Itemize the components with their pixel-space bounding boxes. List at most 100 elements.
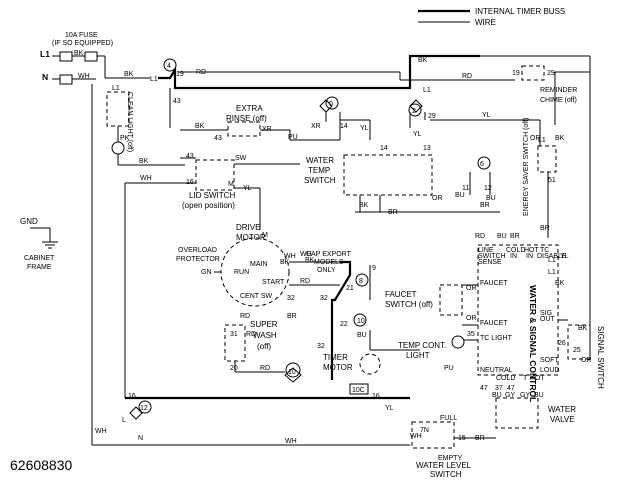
svg-text:BK: BK: [124, 71, 134, 78]
svg-text:10: 10: [357, 318, 365, 325]
legend-timer-buss-label: INTERNAL TIMER BUSS: [475, 7, 565, 16]
svg-text:12: 12: [140, 405, 148, 412]
super-wash-label-1: SUPER: [250, 320, 278, 329]
svg-text:19: 19: [512, 70, 520, 77]
l1-label: L1: [40, 49, 50, 59]
timer-contact-0-diamond: [319, 99, 333, 113]
svg-text:BK: BK: [578, 325, 588, 332]
svg-text:WH: WH: [285, 438, 297, 445]
water-temp-label-2: TEMP: [308, 166, 330, 175]
svg-text:OR: OR: [466, 315, 477, 322]
svg-text:43: 43: [214, 135, 222, 142]
svg-text:L1: L1: [548, 257, 556, 264]
fuse-label-2: (IF SO EQUIPPED): [52, 40, 113, 47]
timer-contact-4: [163, 58, 177, 72]
svg-text:PU: PU: [444, 365, 454, 372]
svg-text:BU: BU: [497, 233, 507, 240]
ref-10c-box: [349, 383, 369, 395]
svg-text:SW: SW: [235, 155, 247, 162]
svg-text:37: 37: [495, 385, 503, 392]
svg-text:COLD: COLD: [496, 375, 515, 382]
cap-label-3: ONLY: [317, 267, 336, 274]
timer-motor-symbol: [359, 353, 381, 375]
svg-text:14: 14: [340, 123, 348, 130]
cabinet-label-1: CABINET: [24, 255, 55, 262]
svg-text:0: 0: [329, 101, 333, 108]
svg-text:BK: BK: [195, 123, 205, 130]
svg-text:47: 47: [507, 385, 515, 392]
water-valve: [495, 397, 539, 429]
empty-label: EMPTY: [438, 455, 462, 462]
svg-text:RD: RD: [300, 278, 310, 285]
svg-text:WH: WH: [284, 253, 296, 260]
svg-text:RD: RD: [246, 331, 256, 338]
reminder-label-1: REMINDER: [540, 87, 577, 94]
svg-text:LINE: LINE: [478, 247, 494, 254]
cabinet-label-2: FRAME: [27, 264, 52, 271]
energy-saver-switch: [537, 145, 557, 173]
svg-text:OR: OR: [581, 357, 592, 364]
svg-text:11: 11: [462, 185, 469, 192]
svg-text:WH: WH: [140, 175, 152, 182]
svg-text:GN: GN: [201, 269, 212, 276]
svg-text:RD: RD: [240, 313, 250, 320]
water-temp-label-3: SWITCH: [304, 176, 336, 185]
svg-text:IN: IN: [526, 253, 533, 260]
svg-text:GY: GY: [520, 392, 530, 399]
svg-text:31: 31: [230, 331, 238, 338]
svg-text:25: 25: [573, 347, 581, 354]
svg-text:16: 16: [372, 393, 380, 400]
lid-switch-label-2: (open position): [182, 201, 235, 210]
svg-text:SENSE: SENSE: [478, 259, 502, 266]
svg-text:BU: BU: [357, 332, 367, 339]
svg-text:BU: BU: [455, 192, 465, 199]
svg-text:20: 20: [230, 365, 238, 372]
faucet-terminal-1: FAUCET: [480, 280, 508, 287]
svg-text:4: 4: [167, 63, 171, 70]
gnd-label: GND: [20, 217, 38, 226]
extra-rinse-label-2: RINSE (off): [226, 114, 267, 123]
svg-text:RD: RD: [475, 233, 485, 240]
water-level-switch: [411, 421, 455, 449]
tc-light-terminal: TC LIGHT: [480, 335, 513, 342]
svg-text:WH: WH: [300, 251, 312, 258]
timer-buss-middle: [330, 260, 352, 380]
control-label: WATER & SIGNAL CONTROL: [528, 285, 538, 402]
svg-text:13: 13: [423, 145, 431, 152]
svg-text:BR: BR: [480, 202, 490, 209]
svg-text:BK: BK: [555, 280, 565, 287]
svg-text:YL: YL: [560, 253, 569, 260]
svg-text:43: 43: [186, 153, 194, 160]
svg-text:SWITCH: SWITCH: [478, 253, 506, 260]
drive-motor-label-2: MOTOR: [236, 233, 266, 242]
timer-contact-12: [138, 400, 152, 414]
lid-switch-label-1: LID SWITCH: [189, 191, 235, 200]
svg-text:10C: 10C: [352, 387, 365, 394]
svg-text:2: 2: [412, 108, 416, 115]
svg-text:XR: XR: [311, 123, 321, 130]
svg-text:SOFT: SOFT: [540, 357, 559, 364]
super-wash-label-2: WASH: [253, 331, 277, 340]
svg-text:BK: BK: [418, 57, 428, 64]
drive-motor-label-1: DRIVE: [236, 223, 260, 232]
svg-text:47: 47: [480, 385, 488, 392]
svg-text:BK: BK: [305, 257, 315, 264]
neutral-terminal-label: NEUTRAL: [480, 367, 513, 374]
svg-text:L1: L1: [112, 85, 120, 92]
svg-text:IN: IN: [510, 253, 517, 260]
faucet-terminal-2: FAUCET: [480, 320, 508, 327]
full-label: FULL: [440, 415, 457, 422]
svg-text:OUT: OUT: [540, 316, 556, 323]
svg-text:PU: PU: [288, 134, 298, 141]
svg-text:DISABLE: DISABLE: [537, 253, 567, 260]
temp-light-label-2: LIGHT: [406, 351, 430, 360]
cap-label-2: MODELS: [314, 259, 344, 266]
timer-motor-label-1: TIMER: [323, 353, 348, 362]
svg-text:RUN: RUN: [234, 269, 249, 276]
svg-text:BK: BK: [280, 259, 290, 266]
reminder-chime-switch: [521, 65, 545, 81]
water-valve-label-2: VALVE: [550, 415, 575, 424]
svg-text:MAIN: MAIN: [250, 261, 268, 268]
svg-text:9: 9: [372, 265, 376, 272]
